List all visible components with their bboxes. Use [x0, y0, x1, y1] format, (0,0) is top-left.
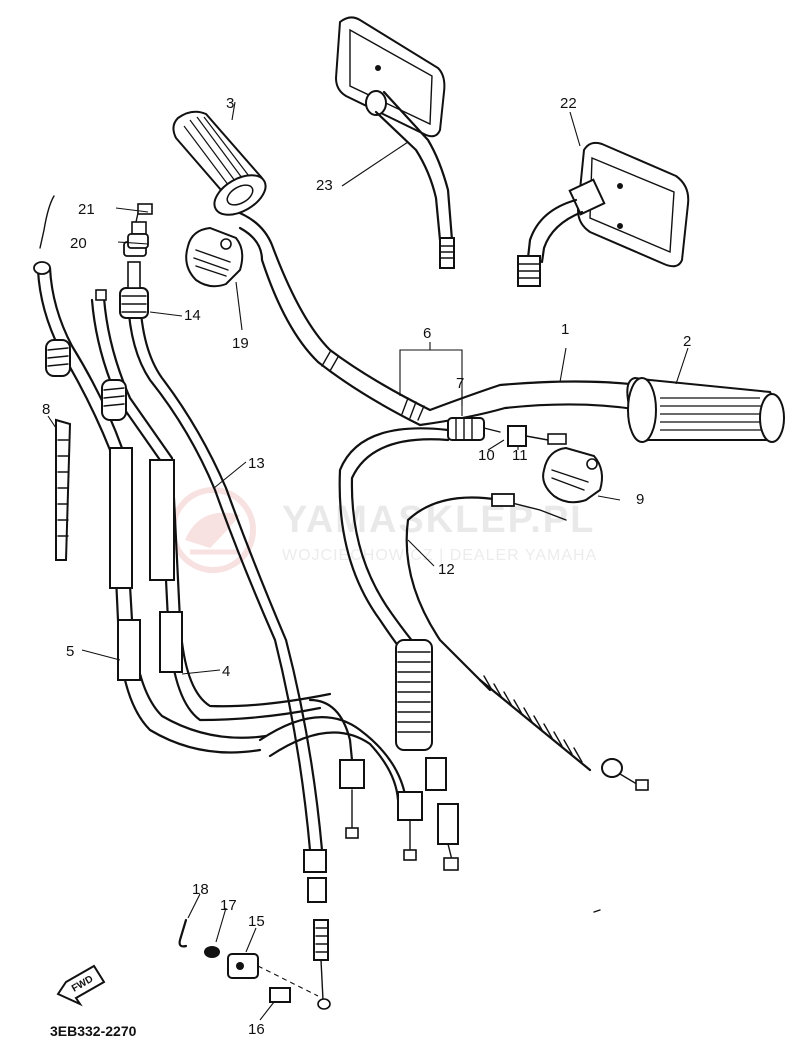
callout-4: 4 [222, 663, 230, 680]
callout-15: 15 [248, 913, 265, 930]
callout-17: 17 [220, 897, 237, 914]
throttle-guide [447, 417, 567, 447]
callout-19: 19 [232, 335, 249, 352]
diagram-code: 3EB332-2270 [50, 1023, 137, 1039]
throttle-cable-13-end [303, 849, 331, 1010]
callout-9: 9 [636, 491, 644, 508]
right-mirror [517, 141, 690, 287]
cable-12-spring [478, 675, 592, 772]
callout-6: 6 [423, 325, 431, 342]
callout-21: 21 [78, 201, 95, 218]
part-17-washer [204, 946, 220, 958]
callout-3: 3 [226, 95, 234, 112]
leader-lines [47, 101, 689, 1021]
callout-10: 10 [478, 447, 495, 464]
right-switch-housing [542, 446, 603, 504]
part-20-nut [127, 233, 149, 249]
left-grip [172, 110, 267, 216]
part-21-screw [137, 203, 153, 215]
speck-mark [593, 909, 601, 913]
part-16-bolt [269, 987, 291, 1003]
left-mirror [334, 16, 455, 269]
forward-arrow: FWD [56, 964, 106, 1007]
cable-bundle [258, 698, 423, 861]
part-15-clamp [227, 953, 259, 979]
cable-4 [90, 289, 332, 722]
callout-16: 16 [248, 1021, 265, 1038]
callout-2: 2 [683, 333, 691, 350]
callout-13: 13 [248, 455, 265, 472]
callout-1: 1 [561, 321, 569, 338]
part-8-cable-tie [55, 418, 72, 561]
callout-20: 20 [70, 235, 87, 252]
callout-5: 5 [66, 643, 74, 660]
callout-12: 12 [438, 561, 455, 578]
callout-11: 11 [512, 447, 528, 464]
watermark-title: YAMASKLEP.PL [282, 499, 595, 541]
part-18-pin [178, 918, 188, 948]
callout-14: 14 [184, 307, 201, 324]
handlebar [230, 208, 642, 427]
watermark: YAMASKLEP.PL WOJCIECHOWICZ | DEALER YAMA… [170, 487, 596, 573]
callout-8: 8 [42, 401, 50, 418]
throttle-cable-bellows [338, 427, 459, 871]
right-grip [626, 376, 785, 443]
left-switch-housing [185, 226, 244, 288]
callout-23: 23 [316, 177, 333, 194]
bellows-boot [395, 639, 433, 751]
callout-labels: 1 2 3 4 5 6 7 8 9 10 11 12 13 14 15 16 1… [42, 95, 691, 1038]
cable-12 [405, 493, 649, 791]
callout-7: 7 [456, 375, 464, 392]
throttle-cable-13 [119, 203, 324, 852]
callout-22: 22 [560, 95, 577, 112]
cable-5 [33, 195, 268, 754]
callout-18: 18 [192, 881, 209, 898]
